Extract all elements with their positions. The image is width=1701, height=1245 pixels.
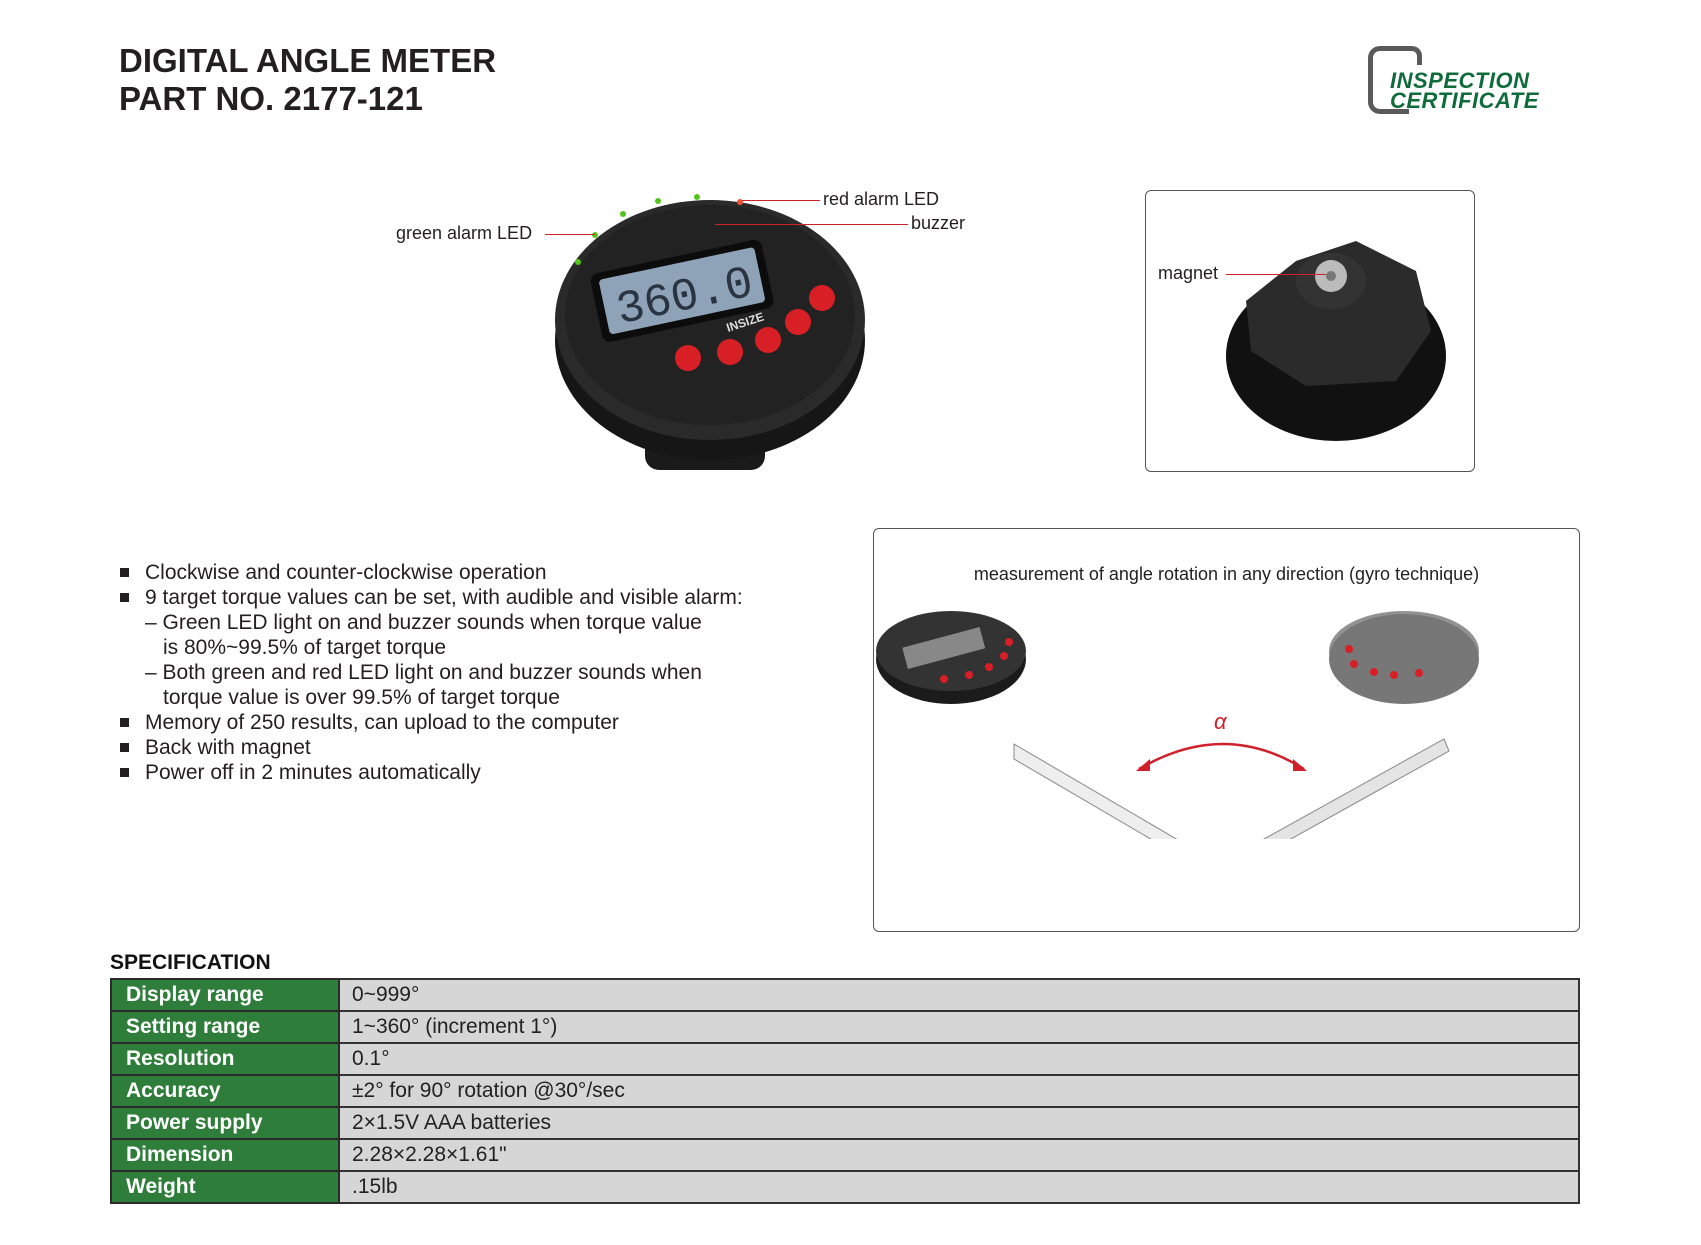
clear-button[interactable] [785, 309, 811, 335]
callout-red-led: red alarm LED [823, 189, 940, 209]
spec-label: Dimension [110, 1138, 340, 1172]
set-button[interactable] [809, 285, 835, 311]
feature-list: Clockwise and counter-clockwise operatio… [118, 560, 743, 785]
angle-arrow-icon [1138, 742, 1305, 771]
feature-item: Clockwise and counter-clockwise operatio… [118, 560, 743, 585]
spec-value: .15lb [338, 1170, 1580, 1204]
spec-label: Accuracy [110, 1074, 340, 1108]
feature-subitem: torque value is over 99.5% of target tor… [163, 686, 560, 709]
feature-item: Back with magnet [118, 735, 743, 760]
up-button[interactable] [717, 339, 743, 365]
device-back-image [1226, 241, 1446, 441]
spec-heading: SPECIFICATION [110, 951, 271, 974]
callout-buzzer: buzzer [911, 213, 966, 233]
gyro-diagram: α [876, 611, 1479, 839]
red-led-icon [737, 199, 743, 205]
feature-item: Power off in 2 minutes automatically [118, 760, 743, 785]
spec-value: 2×1.5V AAA batteries [338, 1106, 1580, 1140]
spec-value: 0.1° [338, 1042, 1580, 1076]
spec-value: ±2° for 90° rotation @30°/sec [338, 1074, 1580, 1108]
feature-item: Memory of 250 results, can upload to the… [118, 710, 743, 735]
spec-value: 1~360° (increment 1°) [338, 1010, 1580, 1044]
feature-subitem: is 80%~99.5% of target torque [163, 636, 447, 659]
logo-line1: INSPECTION [1390, 68, 1530, 93]
device-front-image: 360.0 INSIZE [555, 194, 865, 470]
logo-bracket-icon [1368, 46, 1422, 114]
spec-label: Power supply [110, 1106, 340, 1140]
down-button[interactable] [755, 327, 781, 353]
spec-label: Resolution [110, 1042, 340, 1076]
callout-green-led: green alarm LED [396, 223, 533, 243]
page-title: DIGITAL ANGLE METER PART NO. 2177-121 [119, 42, 496, 118]
mode-button[interactable] [675, 345, 701, 371]
inspection-certificate-logo: INSPECTION CERTIFICATE [1368, 46, 1568, 114]
part-number: PART NO. 2177-121 [119, 80, 423, 117]
spec-label: Display range [110, 978, 340, 1012]
table-row: Weight.15lb [110, 1170, 1580, 1204]
diagram-caption: measurement of angle rotation in any dir… [973, 564, 1480, 584]
callout-magnet: magnet [1158, 263, 1219, 283]
angle-alpha-label: α [1214, 709, 1228, 734]
spec-value: 2.28×2.28×1.61" [338, 1138, 1580, 1172]
table-row: Accuracy±2° for 90° rotation @30°/sec [110, 1074, 1580, 1108]
feature-subitem: – Both green and red LED light on and bu… [145, 661, 702, 684]
gyro-diagram-panel: measurement of angle rotation in any dir… [873, 528, 1580, 932]
spec-value: 0~999° [338, 978, 1580, 1012]
feature-item: 9 target torque values can be set, with … [118, 585, 743, 610]
spec-label: Setting range [110, 1010, 340, 1044]
title-line: DIGITAL ANGLE METER [119, 42, 497, 79]
spec-label: Weight [110, 1170, 340, 1204]
logo-line2: CERTIFICATE [1390, 88, 1539, 113]
back-view-panel: magnet [1145, 190, 1475, 472]
feature-subitem: – Green LED light on and buzzer sounds w… [145, 611, 702, 634]
